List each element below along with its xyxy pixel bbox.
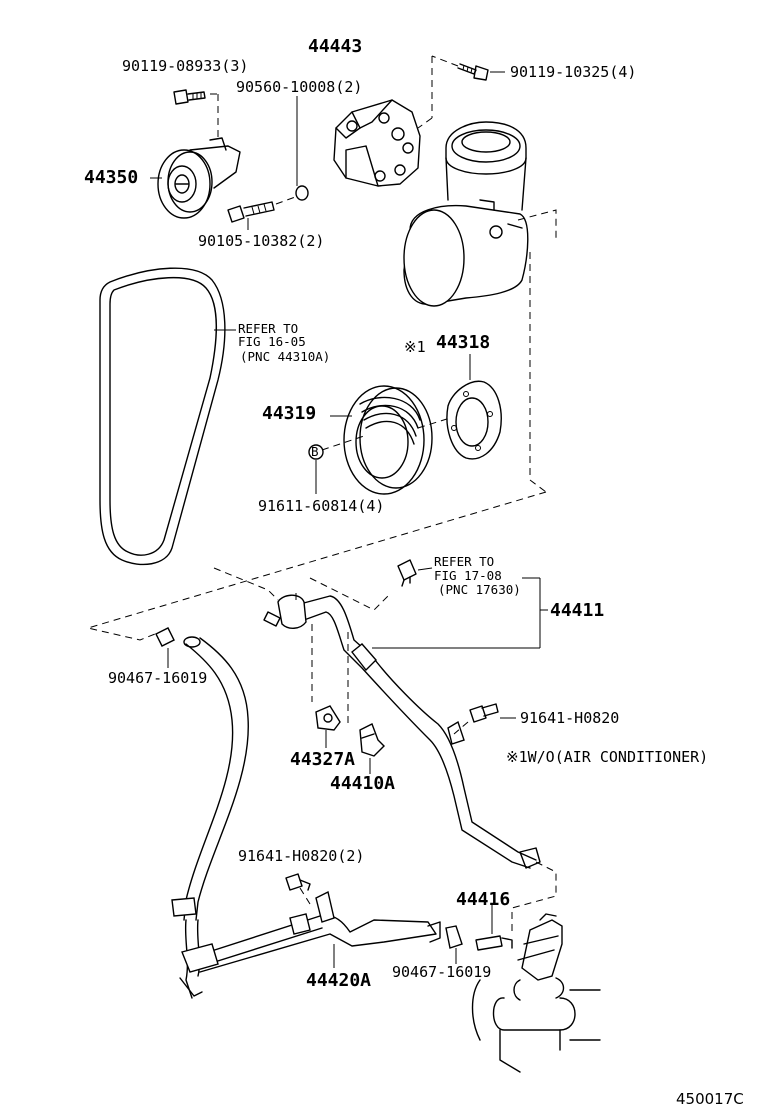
return-hose [155, 627, 249, 999]
label-91641-h0820-2: 91641-H0820(2) [238, 847, 364, 865]
svg-text:B: B [311, 444, 319, 459]
refer-switch-line2: FIG 17-08 [434, 568, 502, 583]
bolt-90105-10382 [227, 195, 299, 230]
tube-44416 [475, 861, 557, 951]
label-44319: 44319 [262, 403, 316, 424]
bolt-90119-10325 [417, 55, 505, 129]
label-44350: 44350 [84, 167, 138, 188]
plate-44318 [417, 354, 502, 460]
figure-id: 450017C [676, 1090, 744, 1108]
label-44420a: 44420A [306, 970, 371, 991]
label-44410a: 44410A [330, 773, 395, 794]
refer-switch-line3: (PNC 17630) [438, 582, 521, 597]
label-44416: 44416 [456, 889, 510, 910]
label-44411: 44411 [550, 600, 604, 621]
bolt-90119-08933 [173, 89, 219, 140]
drive-belt [99, 267, 236, 566]
clamp-90467-16019-lower [445, 925, 463, 964]
pressure-switch [397, 559, 433, 587]
power-steering-pump [403, 121, 557, 493]
label-90105-10382: 90105-10382(2) [198, 232, 324, 250]
part-labels: 44443 90119-08933(3) 90560-10008(2) 9011… [84, 36, 744, 1108]
label-91641-h0820: 91641-H0820 [520, 709, 619, 727]
note-wo-air-conditioner: ※1W/O(AIR CONDITIONER) [506, 748, 708, 766]
assembly-dashed-lines [86, 491, 547, 641]
pump-pulley-44319 [330, 385, 433, 495]
nut-91611-60814: B [308, 435, 365, 494]
spacer-90560-10008 [295, 96, 309, 201]
label-44318: 44318 [436, 332, 490, 353]
union-bolt-44410a [347, 632, 385, 774]
bolt-91641-h0820-2 [285, 873, 311, 905]
label-44318-mark: ※1 [404, 338, 426, 356]
label-91611-60814: 91611-60814(4) [258, 497, 384, 515]
label-90560-10008: 90560-10008(2) [236, 78, 362, 96]
refer-belt-line1: REFER TO [238, 321, 298, 336]
label-44327a: 44327A [290, 749, 355, 770]
label-90119-08933: 90119-08933(3) [122, 57, 248, 75]
refer-belt-line3: (PNC 44310A) [240, 349, 330, 364]
pump-bracket-44443 [333, 99, 421, 187]
refer-switch-line1: REFER TO [434, 554, 494, 569]
label-90119-10325: 90119-10325(4) [510, 63, 636, 81]
label-44443: 44443 [308, 36, 362, 57]
bolt-91641-h0820 [453, 703, 516, 735]
label-90467-16019-a: 90467-16019 [108, 669, 207, 687]
clamp-44327a [311, 624, 341, 748]
idler-pulley-44350 [150, 137, 241, 219]
return-tube-44420a [181, 890, 441, 973]
pressure-hose-44411 [263, 577, 548, 869]
steering-gear-valve [471, 913, 601, 1073]
refer-belt-line2: FIG 16-05 [238, 334, 306, 349]
label-90467-16019-b: 90467-16019 [392, 963, 491, 981]
